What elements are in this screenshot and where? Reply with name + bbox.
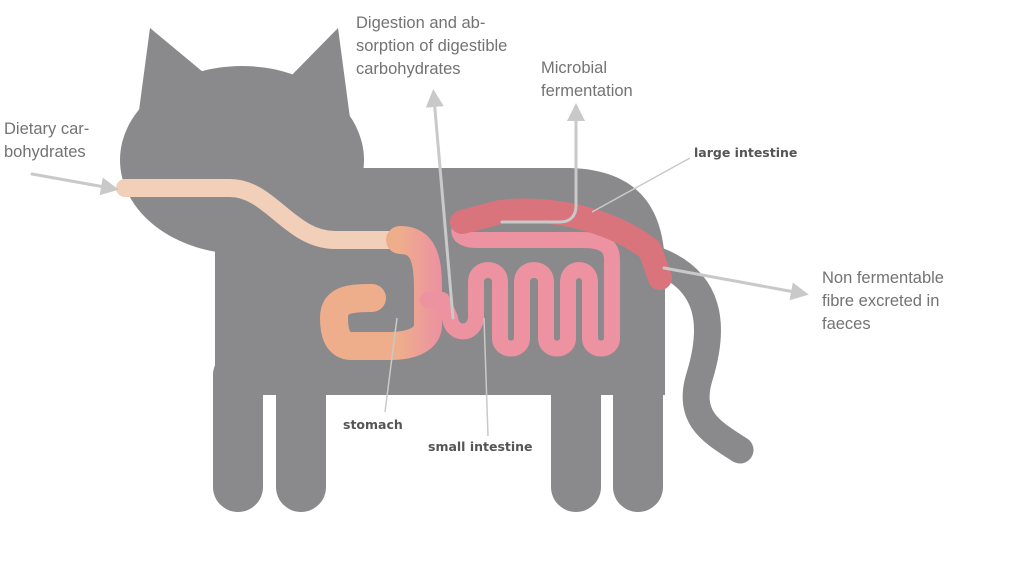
esophagus	[116, 179, 409, 249]
label-stomach: stomach	[343, 417, 403, 432]
annotation-digestion-line1: Digestion and ab-	[356, 14, 486, 32]
digestive-tract	[116, 179, 672, 360]
arrow-dietary-in	[30, 172, 119, 196]
annotation-dietary-line2: bohydrates	[4, 143, 86, 161]
leader-stomach	[384, 317, 398, 413]
annotation-excreted: Non fermentable fibre excreted in faeces	[822, 267, 944, 336]
arrow-microbial-out	[500, 103, 585, 224]
large-intestine-shape	[450, 198, 672, 290]
cat-leg-back-left	[551, 350, 601, 512]
cat-leg-front-left	[213, 350, 263, 512]
cat-tail	[626, 241, 754, 464]
annotation-microbial-line2: fermentation	[541, 82, 633, 100]
annotation-excreted-line3: faeces	[822, 315, 871, 333]
annotation-digestion-line2: sorption of digestible	[356, 37, 508, 55]
cat-leg-back-right	[613, 350, 663, 512]
annotation-dietary: Dietary car- bohydrates	[4, 118, 89, 164]
annotation-microbial-line1: Microbial	[541, 59, 608, 77]
cat-right-ear	[285, 28, 350, 118]
annotation-microbial: Microbial fermentation	[541, 57, 633, 103]
small-intestine-shape	[420, 214, 620, 357]
annotation-excreted-line2: fibre excreted in	[822, 292, 940, 310]
annotation-dietary-line1: Dietary car-	[4, 120, 90, 138]
leader-lines	[384, 157, 691, 437]
annotation-excreted-line1: Non fermentable	[822, 269, 944, 287]
cat-leg-front-right	[276, 350, 326, 512]
arrow-digestion-out	[425, 89, 455, 320]
leader-small-intestine	[483, 317, 489, 437]
label-large-intestine: large intestine	[694, 145, 798, 160]
annotation-digestion: Digestion and ab- sorption of digestible…	[356, 12, 507, 81]
stomach-shape	[320, 226, 442, 360]
process-arrows	[30, 89, 809, 320]
arrow-excreted-out	[662, 266, 809, 301]
leader-large-intestine	[591, 157, 691, 213]
annotation-digestion-line3: carbohydrates	[356, 60, 461, 78]
label-small-intestine: small intestine	[428, 439, 533, 454]
